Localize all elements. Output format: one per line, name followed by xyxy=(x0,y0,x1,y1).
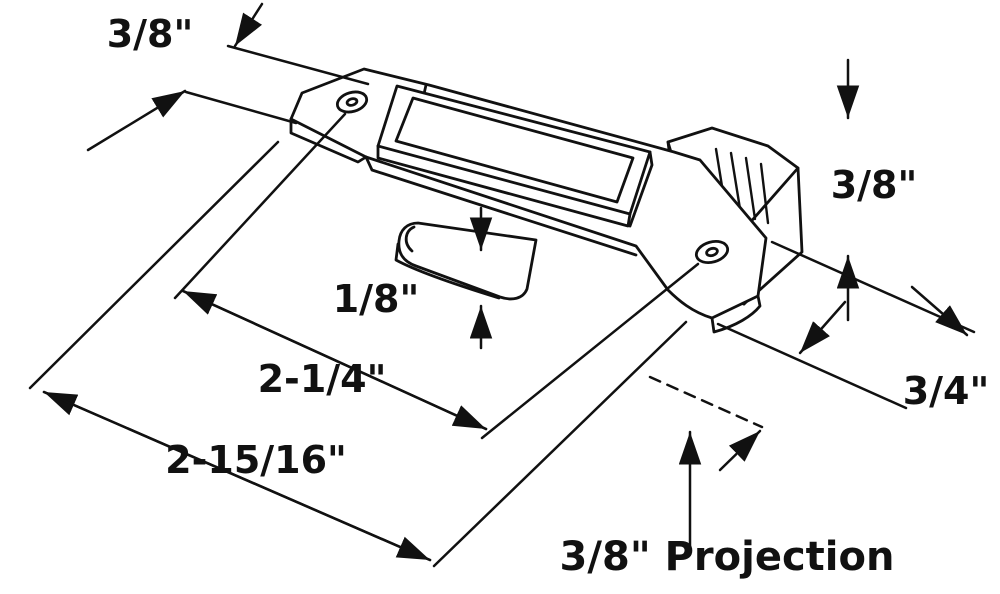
keeper-frame xyxy=(376,84,654,228)
extension-line xyxy=(28,140,280,390)
label-hole-spacing: 2-1/4" xyxy=(258,357,387,401)
arrow-down-left-icon xyxy=(233,2,264,48)
arrow-down-left-icon xyxy=(798,300,847,355)
keeper-part xyxy=(289,67,804,334)
label-overall-length: 2-15/16" xyxy=(165,438,347,482)
arrow-up-right-icon xyxy=(718,429,762,472)
label-projection: 3/8" Projection xyxy=(560,534,895,580)
arrow-up-right-icon xyxy=(86,89,187,152)
dim-hole-spacing xyxy=(173,112,700,440)
arrow-down-right-icon xyxy=(910,285,969,337)
extension-line xyxy=(226,44,370,86)
label-end-height: 3/8" xyxy=(831,163,918,207)
strike-tab xyxy=(394,221,538,301)
dim-plate-width xyxy=(86,2,370,152)
extension-line xyxy=(173,112,347,300)
dim-end-width xyxy=(716,240,976,410)
label-tab-thickness: 1/8" xyxy=(333,277,420,321)
extension-line xyxy=(184,90,298,125)
screw-hole-right xyxy=(694,240,730,264)
hidden-extension-line xyxy=(648,375,764,429)
dim-overall-length xyxy=(28,140,688,568)
arrow-down-right-icon xyxy=(42,390,432,562)
screw-hole-left xyxy=(335,90,369,114)
label-plate-width: 3/8" xyxy=(107,12,194,56)
extension-line xyxy=(716,322,908,410)
label-end-width: 3/4" xyxy=(903,369,990,413)
dim-projection xyxy=(648,375,764,548)
extension-line xyxy=(432,320,688,568)
extension-line xyxy=(480,262,700,440)
extension-line xyxy=(770,240,976,334)
arrow-down-right-icon xyxy=(181,289,488,431)
